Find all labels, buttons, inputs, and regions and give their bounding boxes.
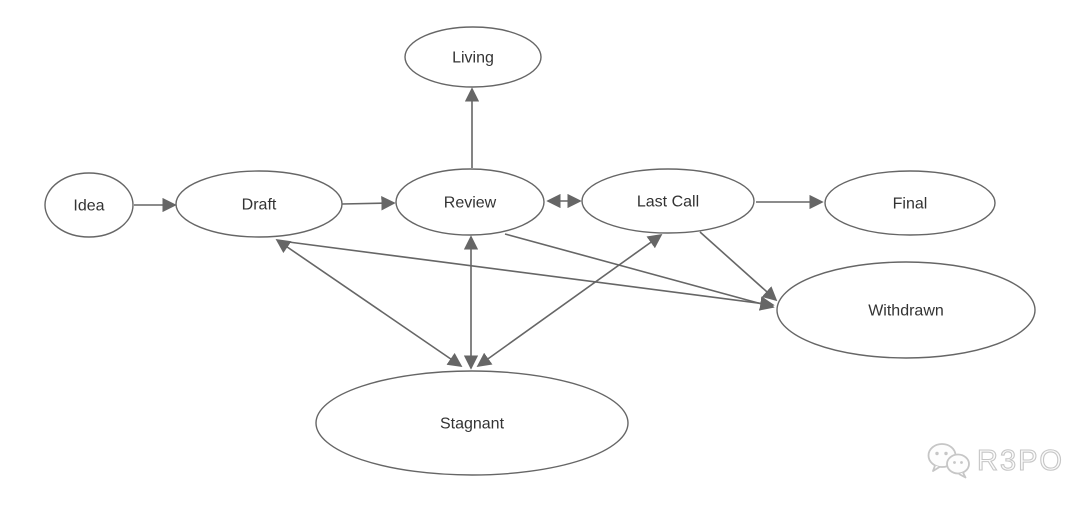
node-idea-shape (44, 172, 134, 238)
node-idea-label: Idea (73, 198, 104, 215)
node-review: Review (395, 168, 545, 236)
node-draft: Draft (175, 170, 343, 238)
watermark: R3PO (926, 441, 1064, 481)
node-final-shape (824, 170, 996, 236)
edge-review-withdrawn (504, 233, 775, 311)
node-last-call-shape (581, 168, 755, 234)
node-living-label: Living (452, 50, 494, 67)
node-layer: Idea Draft Review Living Last Call Final (44, 26, 1036, 476)
node-draft-shape (175, 170, 343, 238)
node-stagnant-label: Stagnant (440, 416, 505, 433)
node-last-call: Last Call (581, 168, 755, 234)
node-living-shape (404, 26, 542, 88)
node-withdrawn: Withdrawn (776, 261, 1036, 359)
node-stagnant-shape (315, 370, 629, 476)
node-withdrawn-shape (776, 261, 1036, 359)
node-draft-label: Draft (242, 197, 277, 214)
node-idea: Idea (44, 172, 134, 238)
node-last-call-label: Last Call (637, 194, 699, 211)
edge-lastcall-withdrawn (699, 231, 778, 302)
wechat-icon (927, 443, 970, 479)
watermark-text: R3PO (976, 444, 1064, 477)
edge-draft-stagnant-bidirectional (275, 239, 463, 367)
edge-lastcall-stagnant-bidirectional (476, 233, 663, 368)
node-final-label: Final (893, 196, 928, 213)
node-review-shape (395, 168, 545, 236)
edge-draft-review (341, 196, 396, 211)
node-living: Living (404, 26, 542, 88)
node-review-label: Review (444, 195, 497, 212)
node-stagnant: Stagnant (315, 370, 629, 476)
node-withdrawn-label: Withdrawn (868, 303, 944, 320)
edge-draft-withdrawn (280, 240, 775, 311)
node-final: Final (824, 170, 996, 236)
edge-layer (134, 87, 824, 370)
